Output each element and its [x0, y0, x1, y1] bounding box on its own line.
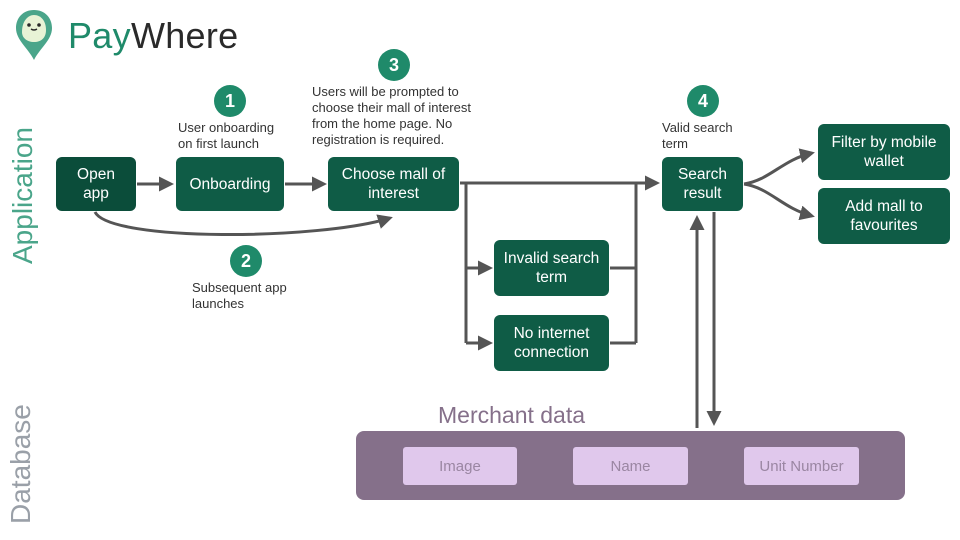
step-note-1: User onboarding on first launch — [178, 120, 275, 151]
brand-name: PayWhere — [68, 14, 238, 58]
map-pin-face-icon — [16, 10, 52, 60]
database-field-unit-number: Unit Number — [744, 447, 859, 485]
database-title: Merchant data — [438, 402, 586, 428]
database-field-name: Name — [573, 447, 688, 485]
step-badge-2: 2 — [230, 245, 262, 277]
node-invalid-search: Invalid search term — [494, 240, 609, 296]
brand-name-where: Where — [130, 15, 239, 56]
node-add-mall-label: Add mall to favourites — [845, 198, 923, 234]
node-choose-mall: Choose mall of interest — [328, 157, 459, 211]
edge-search-to-add-mall — [743, 182, 815, 221]
node-add-mall: Add mall to favourites — [818, 188, 950, 244]
node-choose-mall-label: Choose mall of interest — [341, 166, 446, 202]
step-note-2: Subsequent app launches — [192, 280, 287, 311]
node-filter-wallet-label: Filter by mobile wallet — [831, 134, 937, 170]
node-filter-wallet: Filter by mobile wallet — [818, 124, 950, 180]
brand-name-pay: Pay — [68, 15, 131, 56]
database-field-image: Image — [403, 447, 517, 485]
node-no-internet: No internet connection — [494, 315, 609, 371]
step-note-3: Users will be prompted to choose their m… — [312, 84, 471, 147]
step-badge-3: 3 — [378, 49, 410, 81]
node-onboarding-label: Onboarding — [189, 175, 271, 193]
node-open-app: Open app — [56, 157, 136, 211]
node-no-internet-label: No internet connection — [513, 325, 590, 361]
node-onboarding: Onboarding — [176, 157, 284, 211]
step-note-4: Valid search term — [662, 120, 733, 151]
step-badge-4: 4 — [687, 85, 719, 117]
node-open-app-label: Open app — [77, 166, 115, 202]
node-search-result: Search result — [662, 157, 743, 211]
node-invalid-search-label: Invalid search term — [503, 250, 600, 286]
edge-search-to-filter — [743, 148, 815, 186]
edge-open-to-choose-subsequent — [93, 211, 393, 236]
node-search-result-label: Search result — [677, 166, 728, 202]
step-badge-1: 1 — [214, 85, 246, 117]
